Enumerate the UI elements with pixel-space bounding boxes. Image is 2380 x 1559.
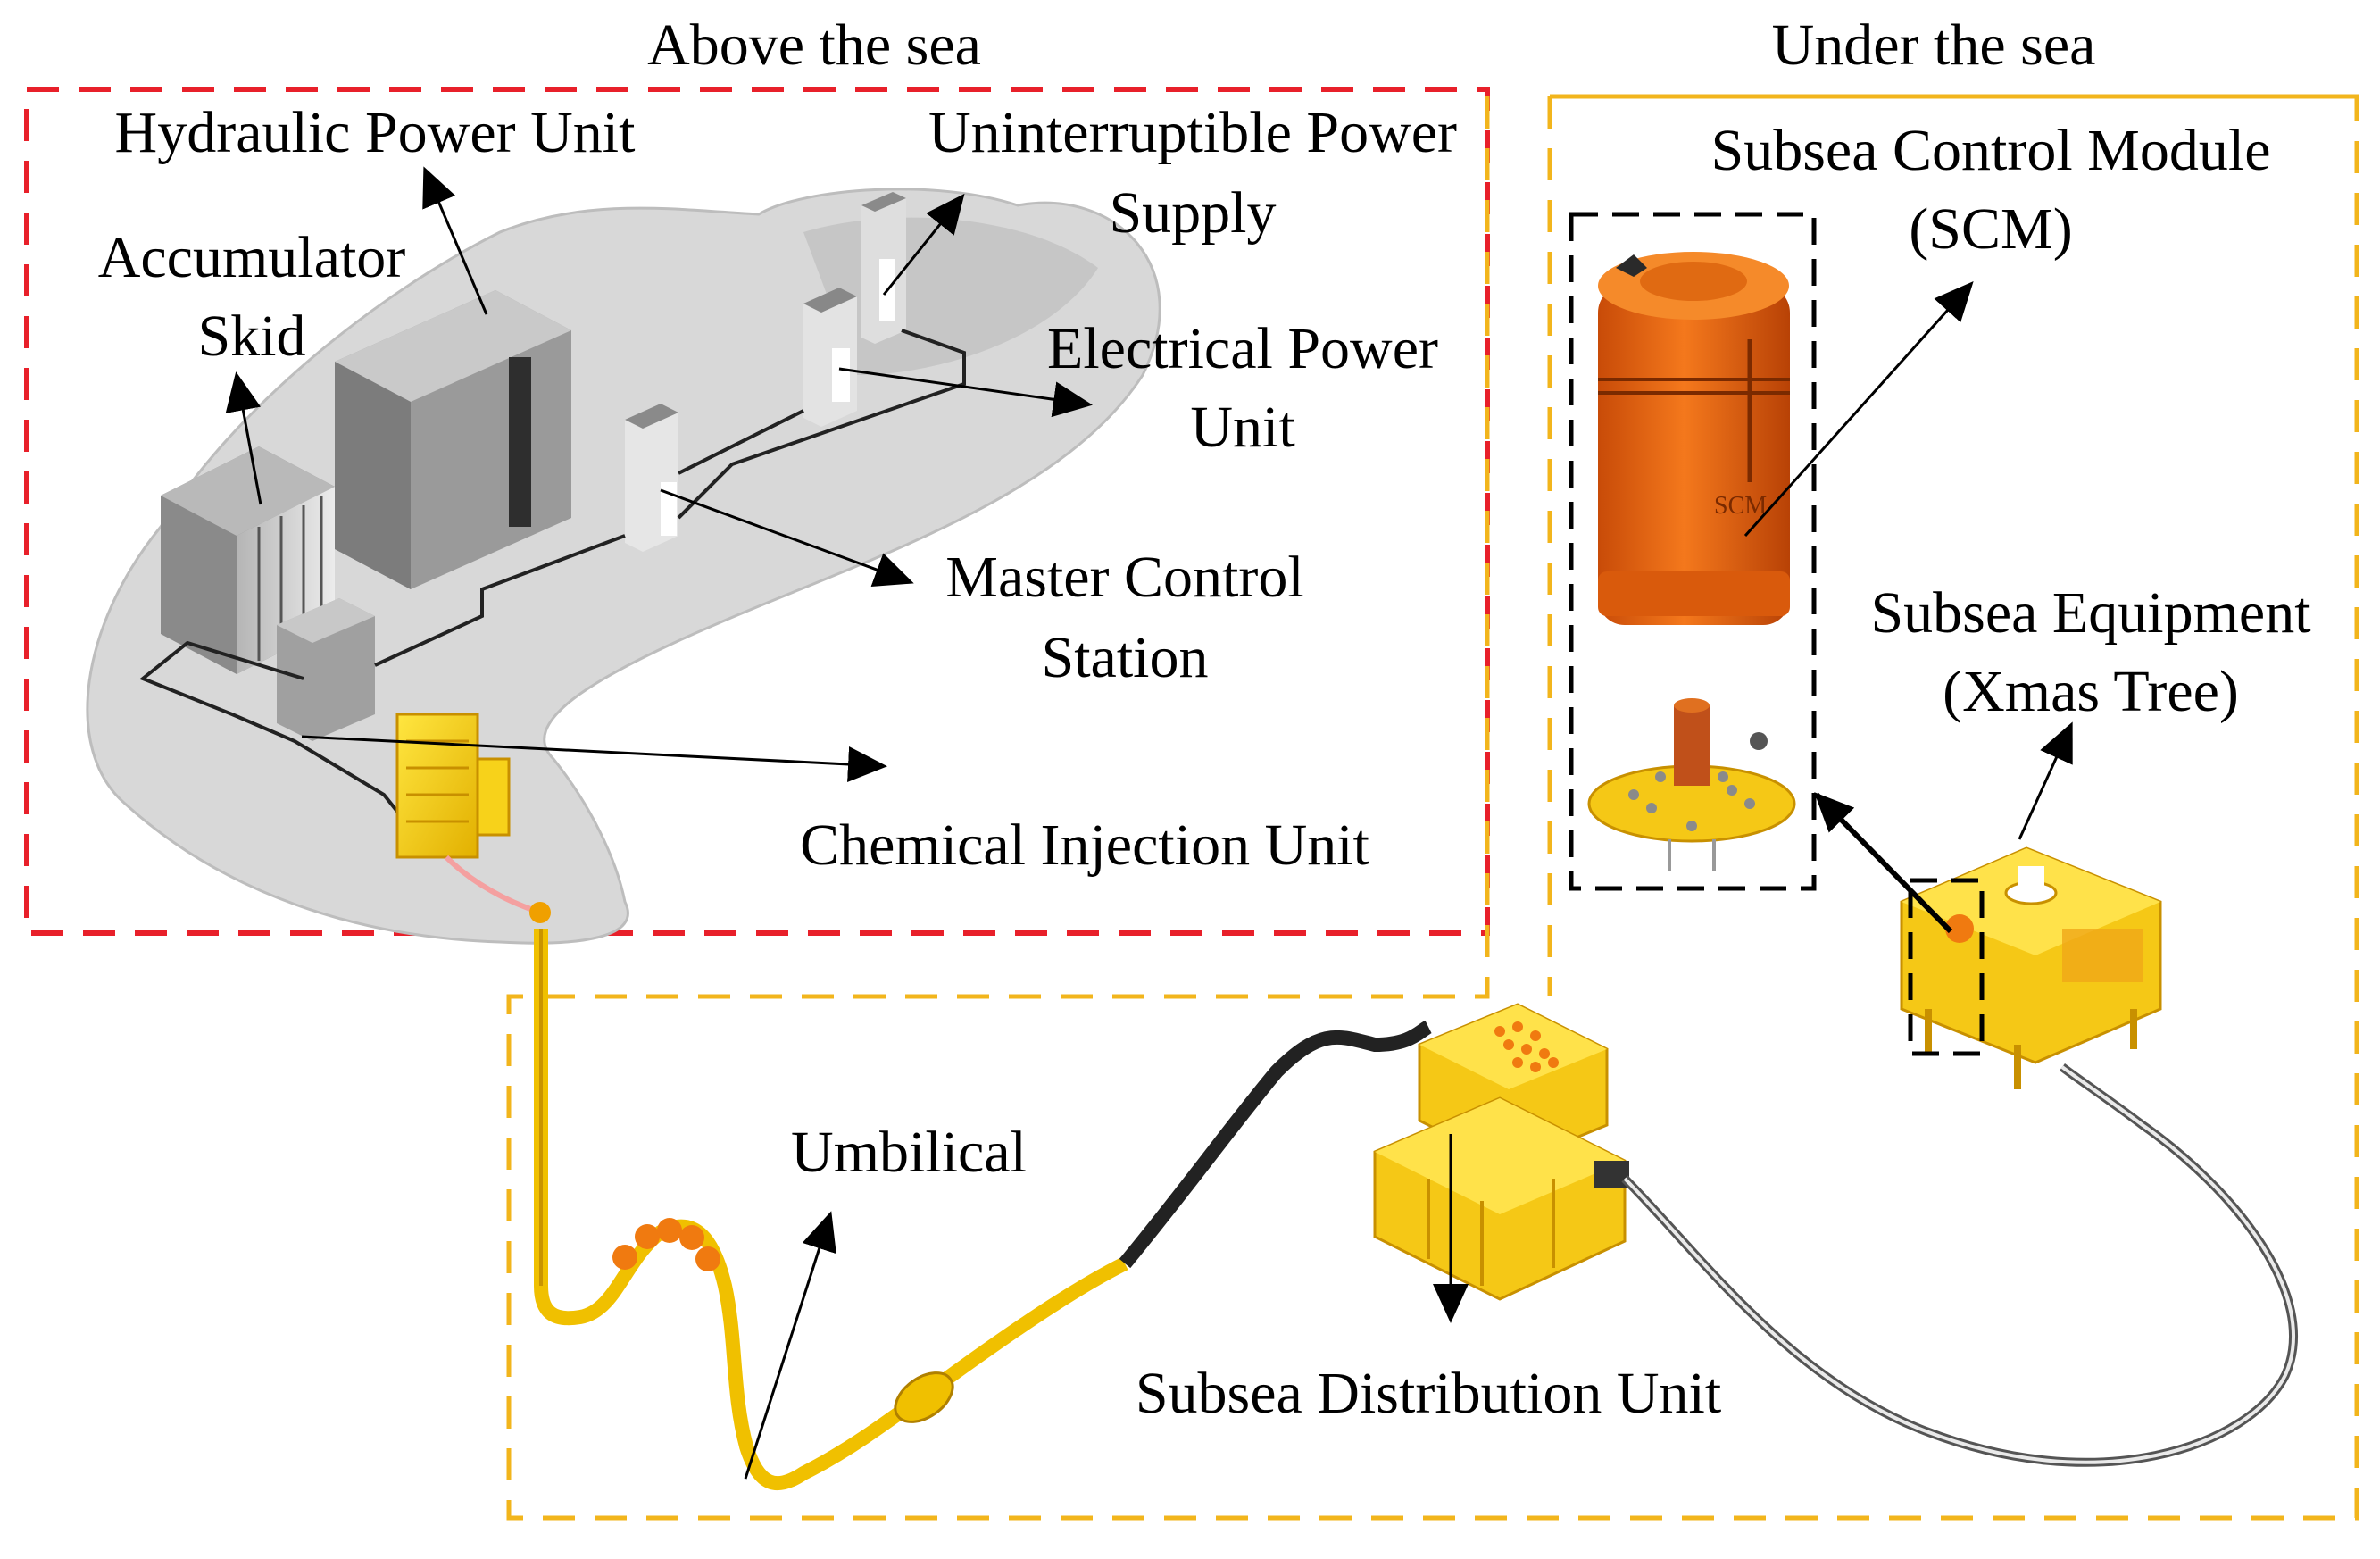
label-chemical-injection-unit: Chemical Injection Unit	[800, 813, 1369, 878]
arrow-ups	[882, 193, 965, 296]
subsea-control-module-shape: SCM	[1598, 252, 1790, 625]
arrow-xmas-tree	[2018, 721, 2073, 840]
xmas-tree-shape	[1900, 846, 2162, 1089]
arrow-umbilical	[744, 1211, 836, 1480]
hydraulic-power-unit-shape	[335, 290, 571, 589]
umbilical-black-section	[1119, 1020, 1433, 1269]
umbilical-cable	[534, 929, 1433, 1491]
umbilical-float-3	[657, 1218, 682, 1243]
label-subsea-distribution-unit: Subsea Distribution Unit	[1136, 1361, 1721, 1426]
label-master-control-station-line-1: Master Control	[945, 545, 1303, 610]
label-hydraulic-power-unit: Hydraulic Power Unit	[115, 100, 636, 165]
label-umbilical: Umbilical	[791, 1120, 1027, 1185]
chemical-injection-unit-shape	[277, 598, 375, 741]
arrow-scm	[1743, 281, 1974, 538]
labels: Above the sea Under the sea Hydraulic Po…	[98, 13, 2311, 1426]
scm-detail-box	[1569, 212, 1817, 891]
arrow-scm-location	[1814, 792, 1953, 934]
scm-mounting-base-shape	[1587, 698, 1796, 871]
label-electrical-power-unit-line-2: Unit	[1190, 395, 1294, 460]
label-electrical-power-unit-line-1: Electrical Power	[1047, 316, 1438, 381]
label-master-control-station-line-2: Station	[1041, 625, 1208, 690]
umbilical-yellow-section	[534, 929, 1128, 1491]
label-scm-line-2: (SCM)	[1909, 196, 2072, 262]
master-control-station-shape	[625, 404, 678, 552]
umbilical-float-2	[635, 1224, 660, 1249]
region-label-under-sea: Under the sea	[1772, 13, 2096, 78]
chemical-injection-rack	[395, 713, 551, 923]
platform-cable-lines	[139, 329, 966, 841]
umbilical-float-5	[695, 1246, 720, 1271]
arrow-chemical-injection-unit	[301, 735, 887, 782]
region-label-above-sea: Above the sea	[647, 13, 981, 78]
umbilical-float-4	[679, 1225, 704, 1250]
arrow-master-control-station	[660, 488, 914, 587]
umbilical-float-1	[612, 1245, 637, 1270]
label-ups-line-1: Uninterruptible Power	[928, 100, 1457, 165]
offshore-platform	[86, 188, 1161, 945]
umbilical-buoy	[894, 1371, 954, 1423]
label-scm-line-1: Subsea Control Module	[1711, 118, 2271, 183]
label-accumulator-line-2: Skid	[197, 304, 305, 369]
accumulator-skid-shape	[161, 446, 335, 674]
label-xmas-tree-line-1: Subsea Equipment	[1870, 580, 2310, 646]
label-ups-line-2: Supply	[1109, 180, 1276, 246]
pointer-arrows	[225, 166, 2073, 1480]
arrow-electrical-power-unit	[838, 367, 1093, 418]
arrow-accumulator-skid	[225, 371, 262, 505]
subsea-jumper-cable	[1621, 1063, 2299, 1467]
electrical-power-unit-shape	[803, 288, 857, 427]
label-accumulator-line-1: Accumulator	[98, 225, 406, 290]
subsea-distribution-unit-shape	[1373, 1003, 1629, 1301]
uninterruptible-power-supply-shape	[861, 192, 906, 344]
arrow-hydraulic-power-unit	[422, 166, 488, 315]
label-xmas-tree-line-2: (Xmas Tree)	[1943, 659, 2239, 724]
scm-marking: SCM	[1714, 492, 1767, 520]
